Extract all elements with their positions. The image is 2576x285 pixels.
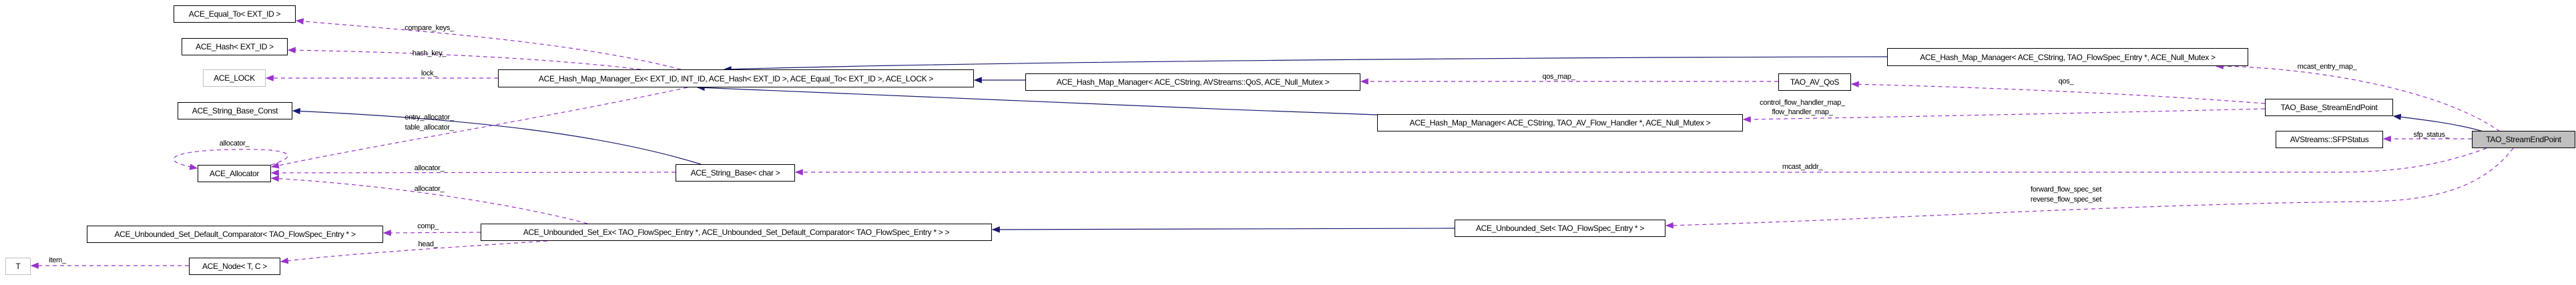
edge-label-mcast-entry-map: mcast_entry_map_ [2297, 63, 2357, 71]
edge-label-comp: comp_ [417, 222, 439, 230]
node-hmm-flow-handler[interactable]: ACE_Hash_Map_Manager< ACE_CString, TAO_A… [1377, 114, 1743, 131]
edge-label-entry-allocator: entry_allocator_ [405, 113, 454, 121]
edge-hmm-flowspec-to-hmm-ex [723, 56, 1888, 73]
node-label: ACE_Hash_Map_Manager< ACE_CString, AVStr… [1056, 77, 1330, 87]
edge-hash-key [287, 47, 641, 70]
edge-allocator-self [173, 149, 288, 170]
node-ace-unbounded-set-ex[interactable]: ACE_Unbounded_Set_Ex< TAO_FlowSpec_Entry… [481, 224, 992, 241]
node-hmm-flowspec[interactable]: ACE_Hash_Map_Manager< ACE_CString, TAO_F… [1887, 48, 2248, 66]
node-label: ACE_String_Base< char > [690, 168, 780, 178]
edge-label-lock: lock_ [421, 69, 438, 77]
node-label: ACE_LOCK [214, 73, 255, 83]
edge-unbounded-set-to-ex [991, 226, 1455, 233]
edge-head [280, 240, 548, 264]
edge-label-control-flow-handler-map: control_flow_handler_map_ [1760, 99, 1845, 107]
node-ace-default-comparator[interactable]: ACE_Unbounded_Set_Default_Comparator< TA… [87, 226, 383, 243]
edge-label-sfp-status: sfp_status_ [2413, 131, 2449, 139]
edge-mcast-entry-map [2215, 63, 2501, 132]
node-label: TAO_StreamEndPoint [2486, 135, 2561, 144]
node-label: TAO_Base_StreamEndPoint [2280, 103, 2378, 112]
edge-hmm-flow-handler-to-hmm-ex [696, 84, 1378, 115]
node-label: ACE_Unbounded_Set_Default_Comparator< TA… [114, 230, 356, 239]
edge-flow-spec-sets [1665, 148, 2514, 229]
edge-label-head: head_ [418, 240, 438, 248]
edge-allocator-string [270, 170, 676, 176]
node-ace-node[interactable]: ACE_Node< T, C > [189, 258, 280, 275]
node-tao-streamendpoint[interactable]: TAO_StreamEndPoint [2472, 131, 2575, 148]
edge-allocator-set [270, 175, 588, 224]
node-ace-allocator[interactable]: ACE_Allocator [198, 165, 271, 182]
node-hmm-qos[interactable]: ACE_Hash_Map_Manager< ACE_CString, AVStr… [1025, 73, 1360, 91]
edge-label-mcast-addr: mcast_addr_ [1782, 163, 1823, 171]
edge-label-qos: qos_ [2058, 77, 2074, 85]
edge-label-qos-map: qos_map_ [1542, 73, 1575, 81]
edge-qos [1850, 81, 2266, 104]
node-t[interactable]: T [5, 258, 31, 275]
edge-compare-keys [295, 18, 682, 70]
edge-label-allocator-self: allocator_ [219, 139, 250, 148]
edge-mcast-addr [794, 148, 2487, 176]
node-ace-hash-map-manager-ex[interactable]: ACE_Hash_Map_Manager_Ex< EXT_ID, INT_ID,… [498, 69, 974, 87]
node-label: ACE_Hash_Map_Manager< ACE_CString, TAO_A… [1409, 118, 1711, 127]
node-label: ACE_Allocator [209, 169, 260, 178]
node-label: AVStreams::SFPStatus [2290, 135, 2369, 144]
node-ace-lock[interactable]: ACE_LOCK [203, 69, 266, 87]
edge-label-allocator-string: allocator_ [414, 164, 445, 172]
node-ace-hash[interactable]: ACE_Hash< EXT_ID > [182, 38, 288, 55]
edge-label-allocator-set: allocator_ [414, 185, 445, 193]
node-label: T [15, 262, 21, 271]
edge-label-reverse-flow-spec-set: reverse_flow_spec_set [2030, 196, 2102, 204]
edge-label-hash-key: hash_key_ [412, 49, 447, 57]
edge-comp [382, 230, 481, 236]
node-label: TAO_AV_QoS [1790, 77, 1840, 87]
node-label: ACE_Hash_Map_Manager_Ex< EXT_ID, INT_ID,… [538, 73, 934, 83]
node-ace-string-base-char[interactable]: ACE_String_Base< char > [676, 164, 795, 182]
edge-flow-handler-map [1742, 108, 2266, 123]
node-label: ACE_Unbounded_Set< TAO_FlowSpec_Entry * … [1475, 224, 1645, 233]
node-avstreams-sfpstatus[interactable]: AVStreams::SFPStatus [2276, 131, 2383, 148]
edge-entry-table-allocator [270, 87, 688, 169]
edge-string-base-to-const [292, 107, 702, 165]
node-label: ACE_Hash_Map_Manager< ACE_CString, TAO_F… [1920, 52, 2216, 62]
edge-label-item: item_ [49, 256, 66, 264]
node-tao-av-qos[interactable]: TAO_AV_QoS [1778, 73, 1851, 91]
node-label: ACE_Equal_To< EXT_ID > [188, 9, 281, 19]
node-label: ACE_Hash< EXT_ID > [196, 42, 274, 51]
node-label: ACE_Unbounded_Set_Ex< TAO_FlowSpec_Entry… [523, 228, 950, 237]
node-tao-base-streamendpoint[interactable]: TAO_Base_StreamEndPoint [2265, 99, 2393, 116]
edge-label-table-allocator: table_allocator_ [405, 123, 454, 131]
node-ace-unbounded-set[interactable]: ACE_Unbounded_Set< TAO_FlowSpec_Entry * … [1455, 220, 1665, 237]
edge-label-compare-keys: compare_keys_ [405, 24, 454, 32]
edge-sep-to-base-sep [2392, 113, 2484, 132]
node-ace-string-base-const[interactable]: ACE_String_Base_Const [178, 102, 292, 119]
edge-label-flow-handler-map: flow_handler_map_ [1772, 108, 1833, 116]
node-label: ACE_Node< T, C > [202, 262, 268, 271]
edge-label-forward-flow-spec-set: forward_flow_spec_set [2030, 186, 2102, 194]
node-ace-equal-to[interactable]: ACE_Equal_To< EXT_ID > [174, 5, 296, 23]
node-label: ACE_String_Base_Const [192, 106, 278, 115]
